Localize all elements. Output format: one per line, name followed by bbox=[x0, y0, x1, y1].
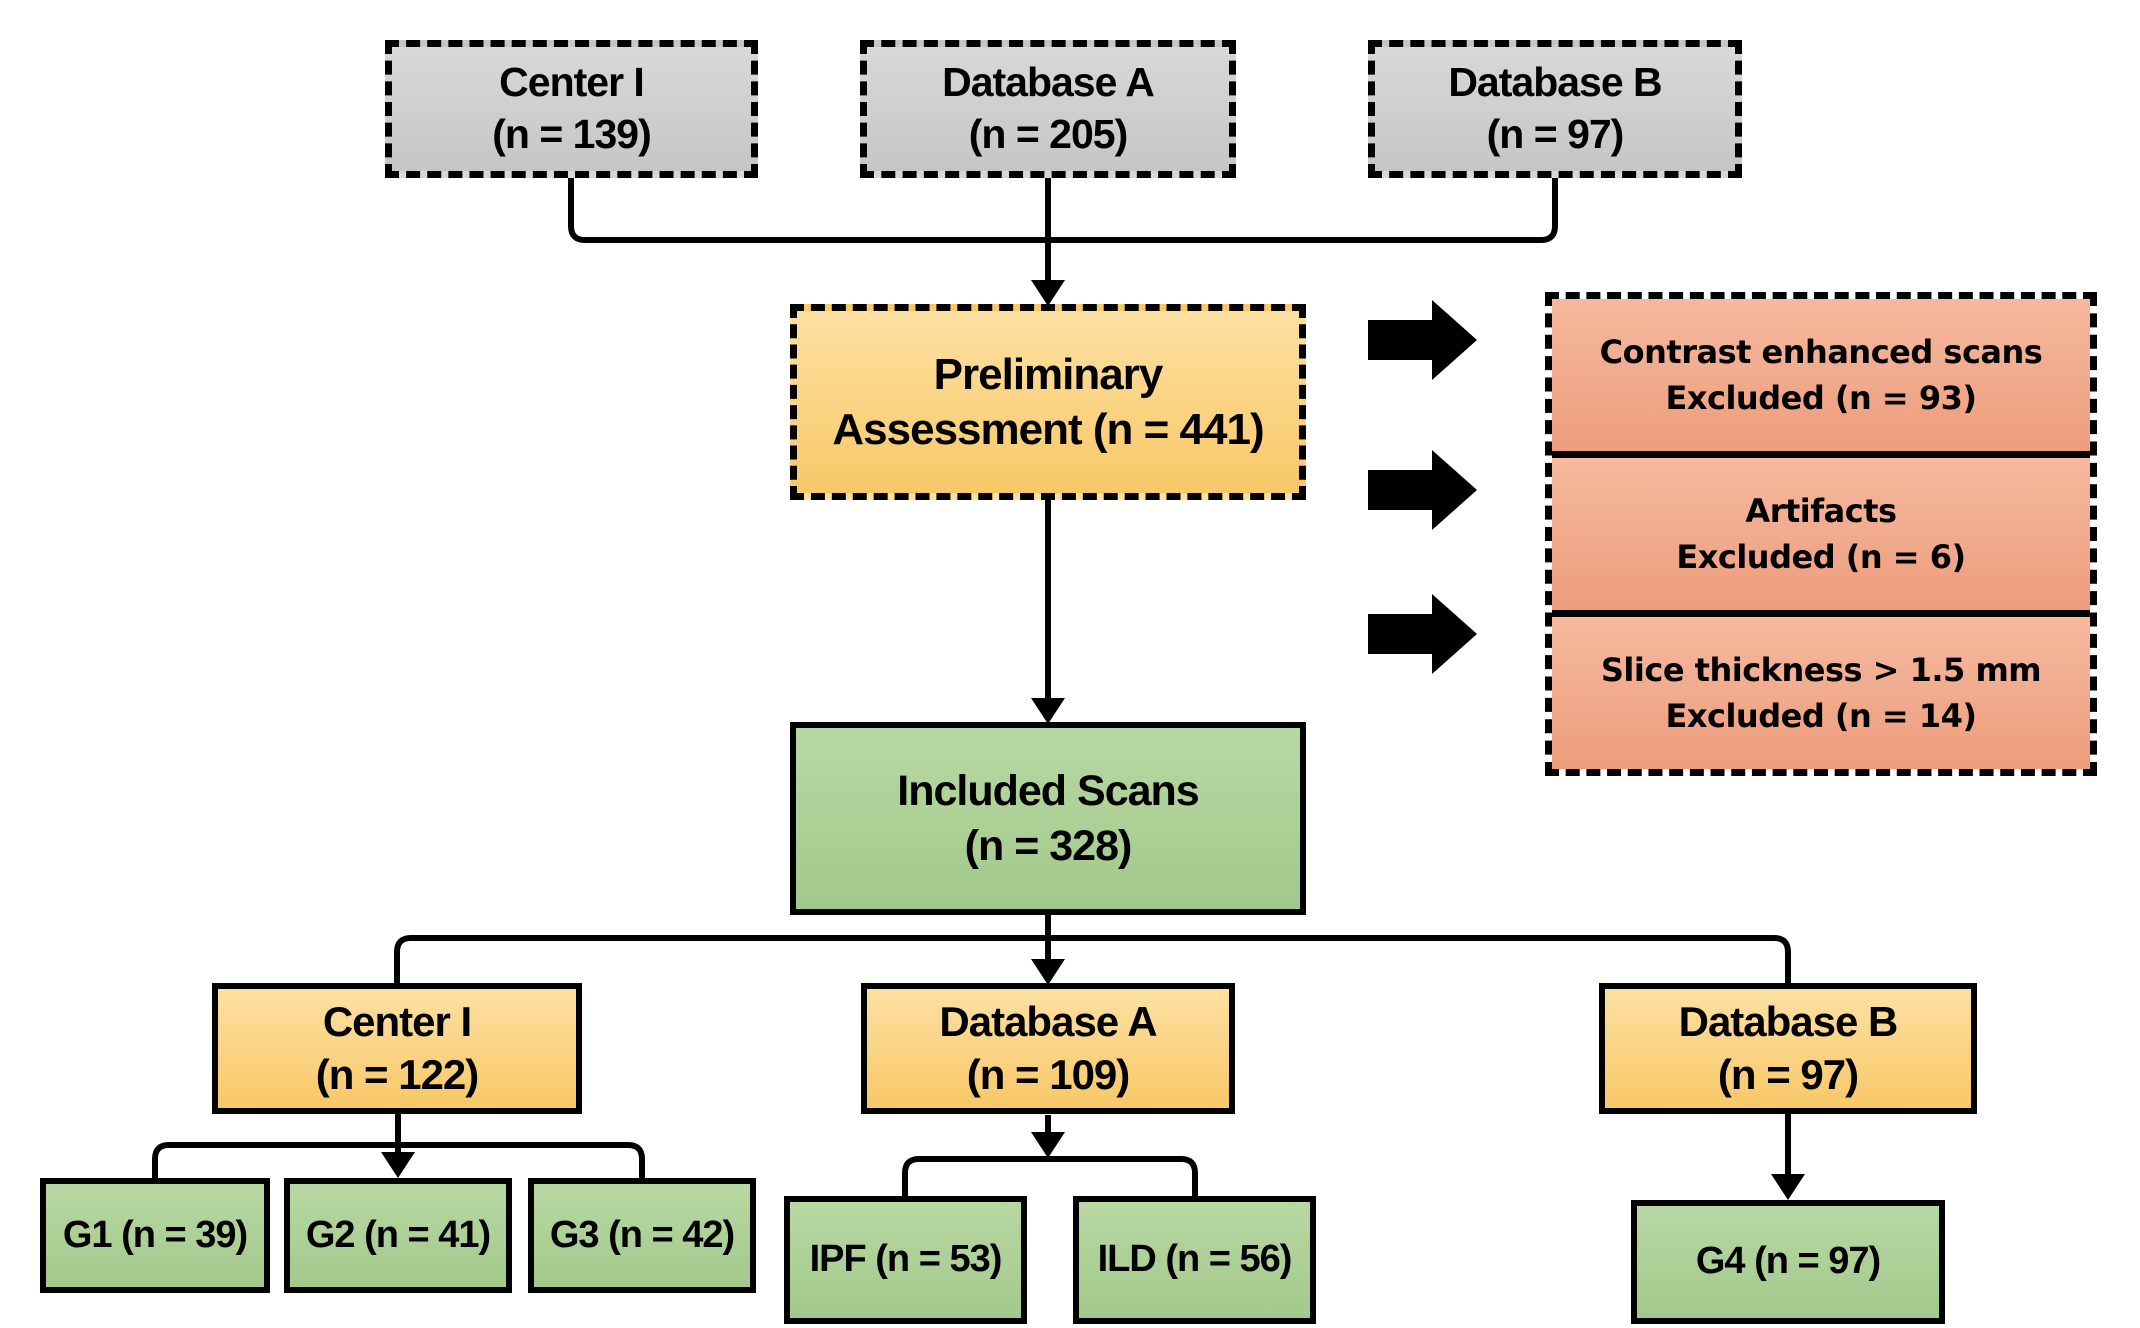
box-label: Center I bbox=[322, 997, 472, 1045]
arrowhead-icon bbox=[381, 1152, 415, 1178]
box-count: (n = 205) bbox=[968, 111, 1128, 157]
box-label: G1 (n = 39) bbox=[62, 1213, 248, 1256]
box-label: Database A bbox=[942, 59, 1155, 106]
connector-line bbox=[902, 1156, 1198, 1196]
box-group-g2: G2 (n = 41) bbox=[284, 1178, 512, 1293]
box-label: ILD (n = 56) bbox=[1097, 1238, 1293, 1281]
box-included-scans: Included Scans (n = 328) bbox=[790, 722, 1306, 915]
box-source-center-i: Center I (n = 139) bbox=[385, 40, 758, 178]
exclusion-section-artifacts: Artifacts Excluded (n = 6) bbox=[1552, 458, 2090, 610]
box-source-database-a: Database A (n = 205) bbox=[860, 40, 1236, 178]
box-preliminary-assessment: Preliminary Assessment (n = 441) bbox=[790, 304, 1306, 500]
arrowhead-icon bbox=[1031, 1132, 1065, 1158]
arrowhead-icon bbox=[1031, 698, 1065, 724]
box-label: Database B bbox=[1448, 59, 1662, 106]
exclusion-section-slice-thickness: Slice thickness > 1.5 mm Excluded (n = 1… bbox=[1552, 617, 2090, 769]
box-label: Database B bbox=[1678, 997, 1899, 1045]
box-exclusions: Contrast enhanced scans Excluded (n = 93… bbox=[1545, 292, 2097, 776]
block-arrow-icon bbox=[1368, 300, 1477, 380]
exclusion-section-contrast: Contrast enhanced scans Excluded (n = 93… bbox=[1552, 299, 2090, 451]
box-count: (n = 139) bbox=[492, 111, 651, 157]
arrowhead-icon bbox=[1031, 280, 1065, 306]
box-label: G4 (n = 97) bbox=[1695, 1240, 1881, 1283]
box-label: G3 (n = 42) bbox=[549, 1213, 735, 1256]
box-group-g3: G3 (n = 42) bbox=[528, 1178, 756, 1293]
exclusion-reason: Slice thickness > 1.5 mm bbox=[1600, 650, 2042, 689]
box-label: IPF (n = 53) bbox=[809, 1238, 1003, 1281]
box-label: G2 (n = 41) bbox=[305, 1213, 491, 1256]
box-cohort-database-a: Database A (n = 109) bbox=[861, 983, 1235, 1114]
box-count: (n = 97) bbox=[1717, 1050, 1859, 1098]
exclusion-count: Excluded (n = 6) bbox=[1676, 538, 1966, 576]
box-count: (n = 328) bbox=[964, 821, 1133, 870]
box-count: Assessment (n = 441) bbox=[832, 405, 1264, 454]
box-group-g1: G1 (n = 39) bbox=[40, 1178, 270, 1293]
box-cohort-center-i: Center I (n = 122) bbox=[212, 983, 582, 1114]
section-divider bbox=[1552, 451, 2090, 458]
box-count: (n = 109) bbox=[966, 1050, 1131, 1098]
exclusion-reason: Contrast enhanced scans bbox=[1599, 332, 2043, 371]
box-count: (n = 97) bbox=[1486, 111, 1625, 157]
box-source-database-b: Database B (n = 97) bbox=[1368, 40, 1742, 178]
box-label: Center I bbox=[499, 59, 645, 106]
connector-line bbox=[152, 1142, 645, 1178]
box-group-ipf: IPF (n = 53) bbox=[784, 1196, 1027, 1324]
box-label: Included Scans bbox=[897, 767, 1199, 816]
connector-line bbox=[394, 935, 1791, 983]
exclusion-count: Excluded (n = 93) bbox=[1665, 379, 1977, 417]
block-arrow-icon bbox=[1368, 450, 1477, 530]
box-group-g4: G4 (n = 97) bbox=[1631, 1200, 1945, 1324]
block-arrow-icon bbox=[1368, 594, 1477, 674]
exclusion-count: Excluded (n = 14) bbox=[1665, 697, 1977, 735]
exclusion-reason: Artifacts bbox=[1745, 491, 1897, 530]
box-count: (n = 122) bbox=[315, 1050, 480, 1098]
connector-line bbox=[568, 178, 1558, 243]
box-label: Preliminary bbox=[933, 349, 1164, 399]
arrowhead-icon bbox=[1031, 959, 1065, 985]
box-label: Database A bbox=[939, 997, 1157, 1045]
arrowhead-icon bbox=[1771, 1174, 1805, 1200]
box-cohort-database-b: Database B (n = 97) bbox=[1599, 983, 1977, 1114]
section-divider bbox=[1552, 610, 2090, 617]
box-group-ild: ILD (n = 56) bbox=[1073, 1196, 1316, 1324]
